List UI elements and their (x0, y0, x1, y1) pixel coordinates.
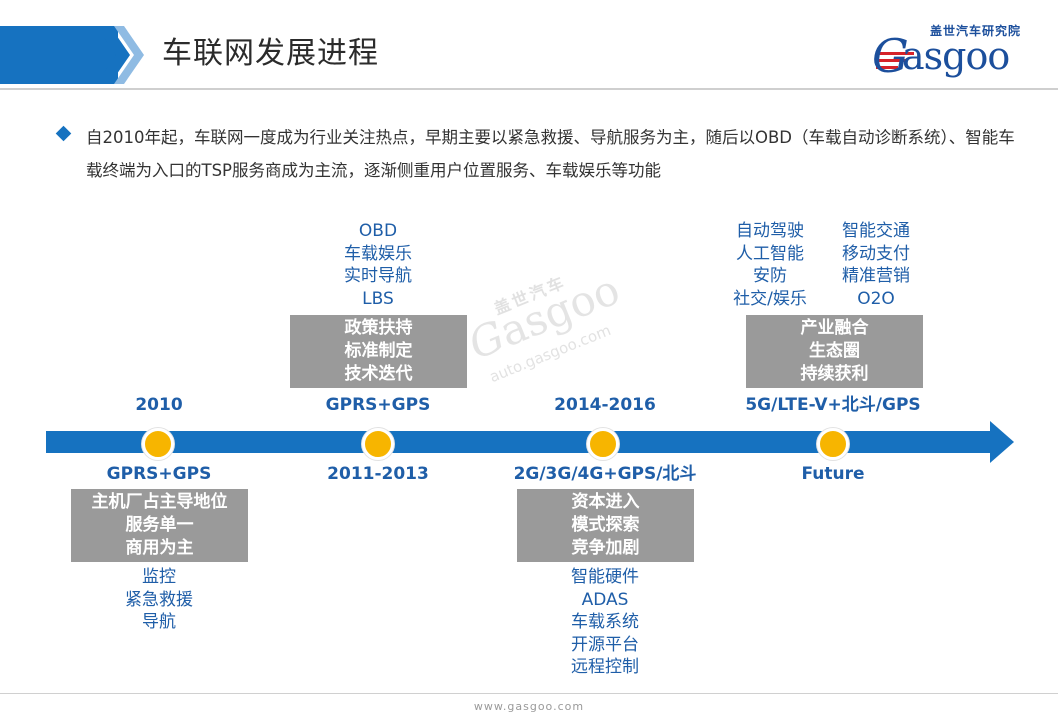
logo-stripe (876, 52, 914, 55)
stage-1-service-list: 监控 紧急救援 导航 (79, 566, 239, 634)
logo-stripe (876, 59, 906, 62)
box-line: 模式探索 (571, 515, 640, 535)
footer-url: www.gasgoo.com (473, 700, 585, 713)
list-item: 远程控制 (571, 657, 639, 677)
list-item: OBD (358, 221, 398, 241)
header-chevron-icon (96, 26, 144, 84)
timeline-dot (362, 428, 394, 460)
list-item: 实时导航 (344, 266, 412, 286)
box-line: 政策扶持 (344, 318, 413, 338)
stage-4-features-box: 产业融合 生态圈 持续获利 (746, 315, 923, 388)
gasgoo-logo: 盖世汽车研究院 G asgoo (872, 22, 1044, 82)
list-item: 精准营销 (842, 266, 910, 286)
stage-3-features-box: 资本进入 模式探索 竞争加剧 (517, 489, 694, 562)
list-item: 人工智能 (736, 243, 804, 264)
logo-wordmark: asgoo (902, 34, 1010, 78)
list-item: O2O (857, 288, 895, 309)
logo-stripe (876, 66, 898, 69)
list-item: 紧急救援 (125, 589, 193, 610)
list-item: ADAS (581, 589, 629, 610)
list-item: 安防 (753, 266, 787, 286)
footer-divider (0, 693, 1058, 694)
box-line: 资本进入 (571, 492, 640, 512)
box-line: 标准制定 (344, 341, 413, 361)
intro-paragraph: 自2010年起，车联网一度成为行业关注热点，早期主要以紧急救援、导航服务为主，随… (86, 128, 1015, 180)
bullet-diamond-icon (55, 125, 72, 142)
list-item: 自动驾驶 (736, 221, 804, 241)
list-item: 智能硬件 (571, 567, 639, 587)
list-item: LBS (362, 288, 394, 309)
box-line: 主机厂占主导地位 (91, 492, 228, 512)
stage-4-above-label: 5G/LTE-V+北斗/GPS (745, 395, 921, 415)
timeline-axis (46, 431, 992, 453)
timeline-dot (587, 428, 619, 460)
box-line: 产业融合 (800, 318, 869, 338)
page-title: 车联网发展进程 (162, 36, 379, 71)
box-line: 持续获利 (800, 364, 869, 384)
list-item: 车载娱乐 (344, 243, 412, 264)
logo-g-glyph: G (872, 29, 909, 83)
box-line: 服务单一 (125, 515, 194, 535)
stage-1-features-box: 主机厂占主导地位 服务单一 商用为主 (71, 489, 248, 562)
list-item: 监控 (142, 567, 176, 587)
timeline-dot (142, 428, 174, 460)
stage-1-below-label: GPRS+GPS (106, 464, 212, 484)
stage-4-below-label: Future (801, 464, 865, 484)
stage-2-above-label: GPRS+GPS (325, 395, 431, 415)
box-line: 技术迭代 (344, 364, 413, 384)
box-line: 竞争加剧 (571, 538, 640, 558)
list-item: 开源平台 (571, 634, 639, 655)
stage-4-service-list-right: 智能交通 移动支付 精准营销 O2O (826, 220, 926, 310)
stage-4-service-list-left: 自动驾驶 人工智能 安防 社交/娱乐 (720, 220, 820, 310)
list-item: 导航 (142, 612, 176, 632)
header-accent-bar (0, 26, 118, 84)
list-item: 车载系统 (571, 612, 639, 632)
stage-3-below-label: 2G/3G/4G+GPS/北斗 (513, 464, 697, 484)
list-item: 智能交通 (842, 221, 910, 241)
stage-2-below-label: 2011-2013 (327, 464, 429, 484)
box-line: 生态圈 (809, 341, 860, 361)
list-item: 移动支付 (842, 243, 910, 264)
box-line: 商用为主 (125, 538, 194, 558)
stage-3-above-label: 2014-2016 (554, 395, 656, 415)
list-item: 社交/娱乐 (733, 288, 807, 309)
stage-1-above-label: 2010 (135, 395, 183, 415)
logo-chinese-text: 盖世汽车研究院 (930, 24, 1022, 38)
stage-2-features-box: 政策扶持 标准制定 技术迭代 (290, 315, 467, 388)
stage-3-service-list: 智能硬件 ADAS 车载系统 开源平台 远程控制 (525, 566, 685, 679)
timeline-arrow-icon (990, 421, 1014, 463)
header-divider (0, 88, 1058, 90)
stage-2-service-list: OBD 车载娱乐 实时导航 LBS (298, 220, 458, 310)
timeline-dot (817, 428, 849, 460)
